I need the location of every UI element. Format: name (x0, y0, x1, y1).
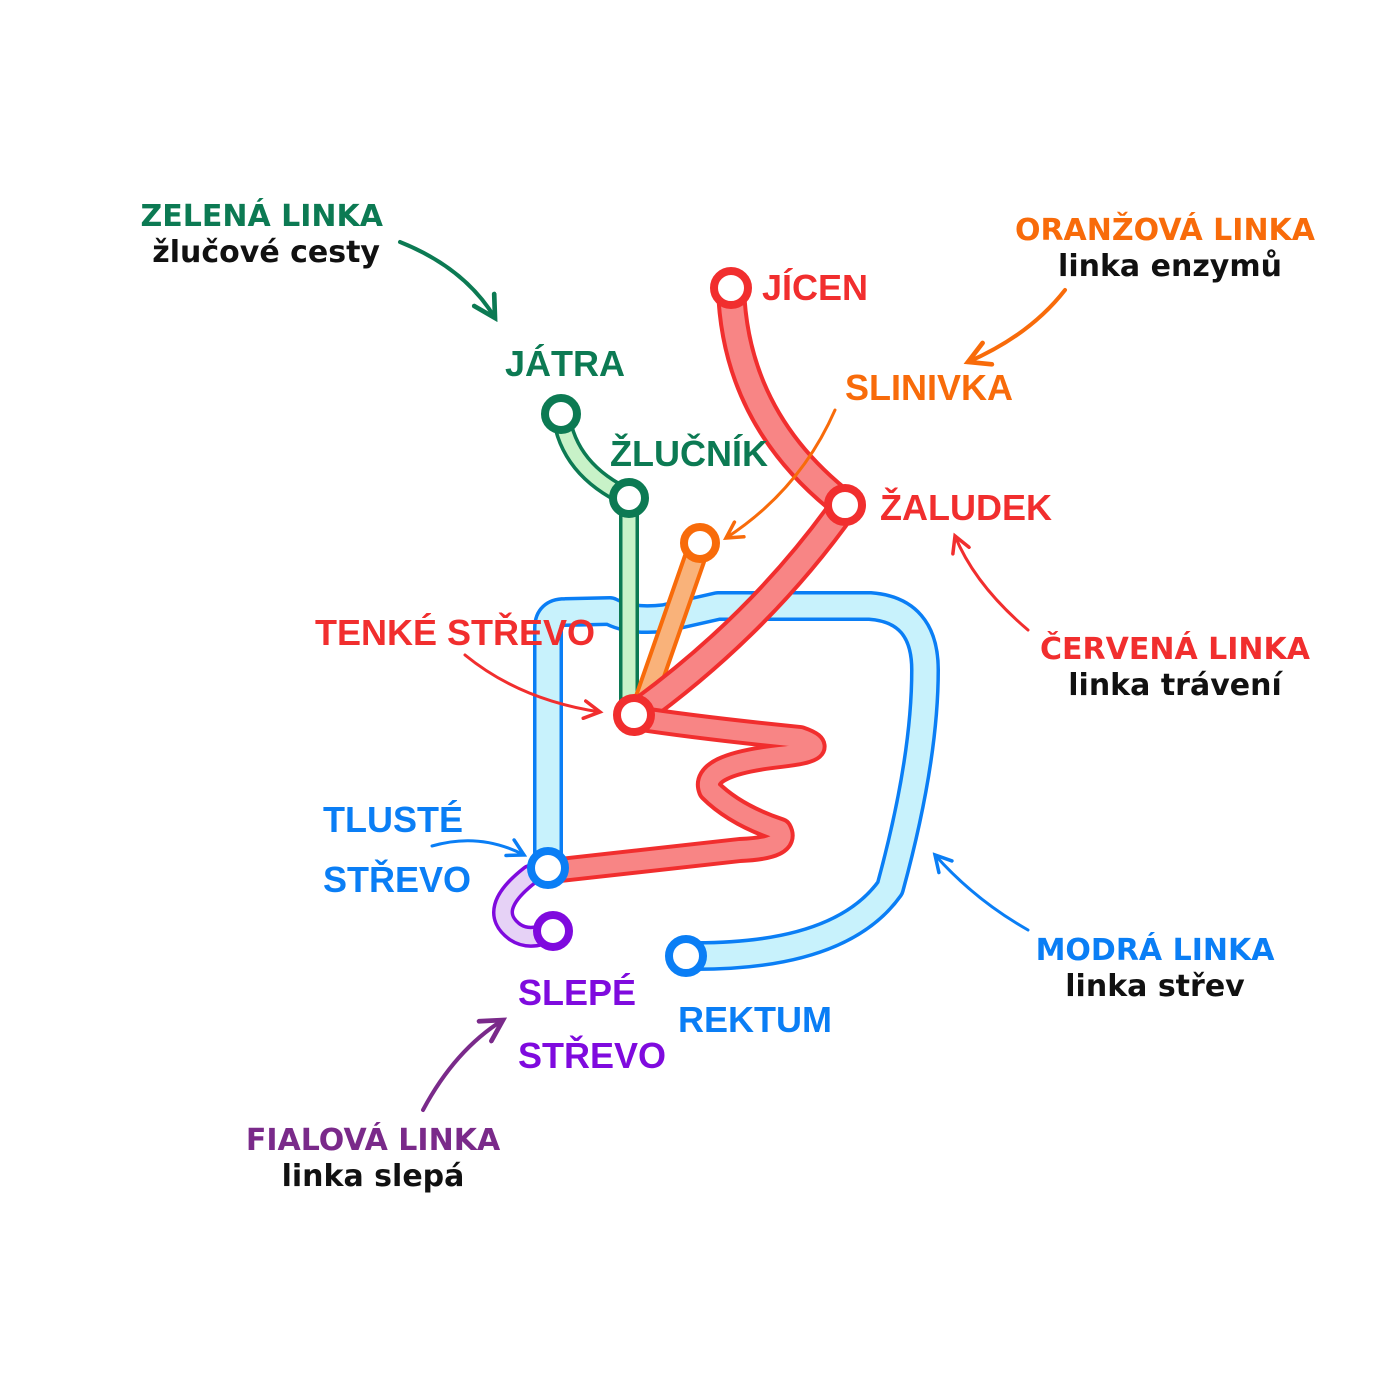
slinivka-pointer-arrow (726, 408, 837, 538)
legend-red-subtitle: linka trávení (1068, 668, 1283, 703)
legend-orange-subtitle: linka enzymů (1058, 248, 1282, 284)
station-jicen-marker (710, 267, 752, 309)
station-label-tluste-strevo-1: TLUSTÉ (323, 799, 463, 840)
station-tenke-strevo-marker (613, 694, 655, 736)
legend-green-title: ZELENÁ LINKA (141, 198, 384, 234)
station-label-slepe-strevo-2: STŘEVO (518, 1034, 666, 1076)
station-tluste-strevo-marker (527, 847, 569, 889)
legend-green-subtitle: žlučové cesty (152, 235, 380, 270)
station-label-slepe-strevo-1: SLEPÉ (518, 972, 636, 1013)
station-zlucnik-marker (609, 478, 649, 518)
legend-red-arrow (955, 536, 1030, 632)
legend-green-arrow (398, 240, 495, 318)
legend-purple-subtitle: linka slepá (282, 1159, 465, 1194)
station-label-jatra: JÁTRA (505, 343, 625, 384)
station-slepe-strevo-marker (533, 911, 573, 951)
legend-blue-subtitle: linka střev (1065, 969, 1245, 1004)
legend-red-title: ČERVENÁ LINKA (1040, 630, 1311, 667)
station-slinivka-marker (680, 523, 720, 563)
legend-orange-arrow (968, 288, 1067, 362)
legend-purple-arrow (421, 1020, 503, 1112)
legend-blue-arrow (935, 855, 1030, 932)
station-zaludek-marker (824, 484, 866, 526)
station-label-slinivka: SLINIVKA (845, 367, 1013, 408)
blue-line (533, 591, 940, 972)
station-jatra-marker (541, 394, 581, 434)
station-label-tenke-strevo: TENKÉ STŘEVO (315, 611, 595, 653)
legend-orange-title: ORANŽOVÁ LINKA (1015, 212, 1316, 248)
legend-purple-title: FIALOVÁ LINKA (246, 1122, 501, 1158)
station-label-zlucnik: ŽLUČNÍK (610, 432, 768, 474)
legend-blue-title: MODRÁ LINKA (1036, 932, 1276, 968)
tenke-strevo-pointer-arrow (463, 653, 600, 712)
station-label-tluste-strevo-2: STŘEVO (323, 858, 471, 900)
station-label-jicen: JÍCEN (762, 267, 868, 308)
station-label-rektum: REKTUM (678, 999, 832, 1040)
station-label-zaludek: ŽALUDEK (880, 486, 1052, 528)
tluste-strevo-pointer-arrow (430, 841, 524, 855)
station-rektum-marker (665, 935, 707, 977)
